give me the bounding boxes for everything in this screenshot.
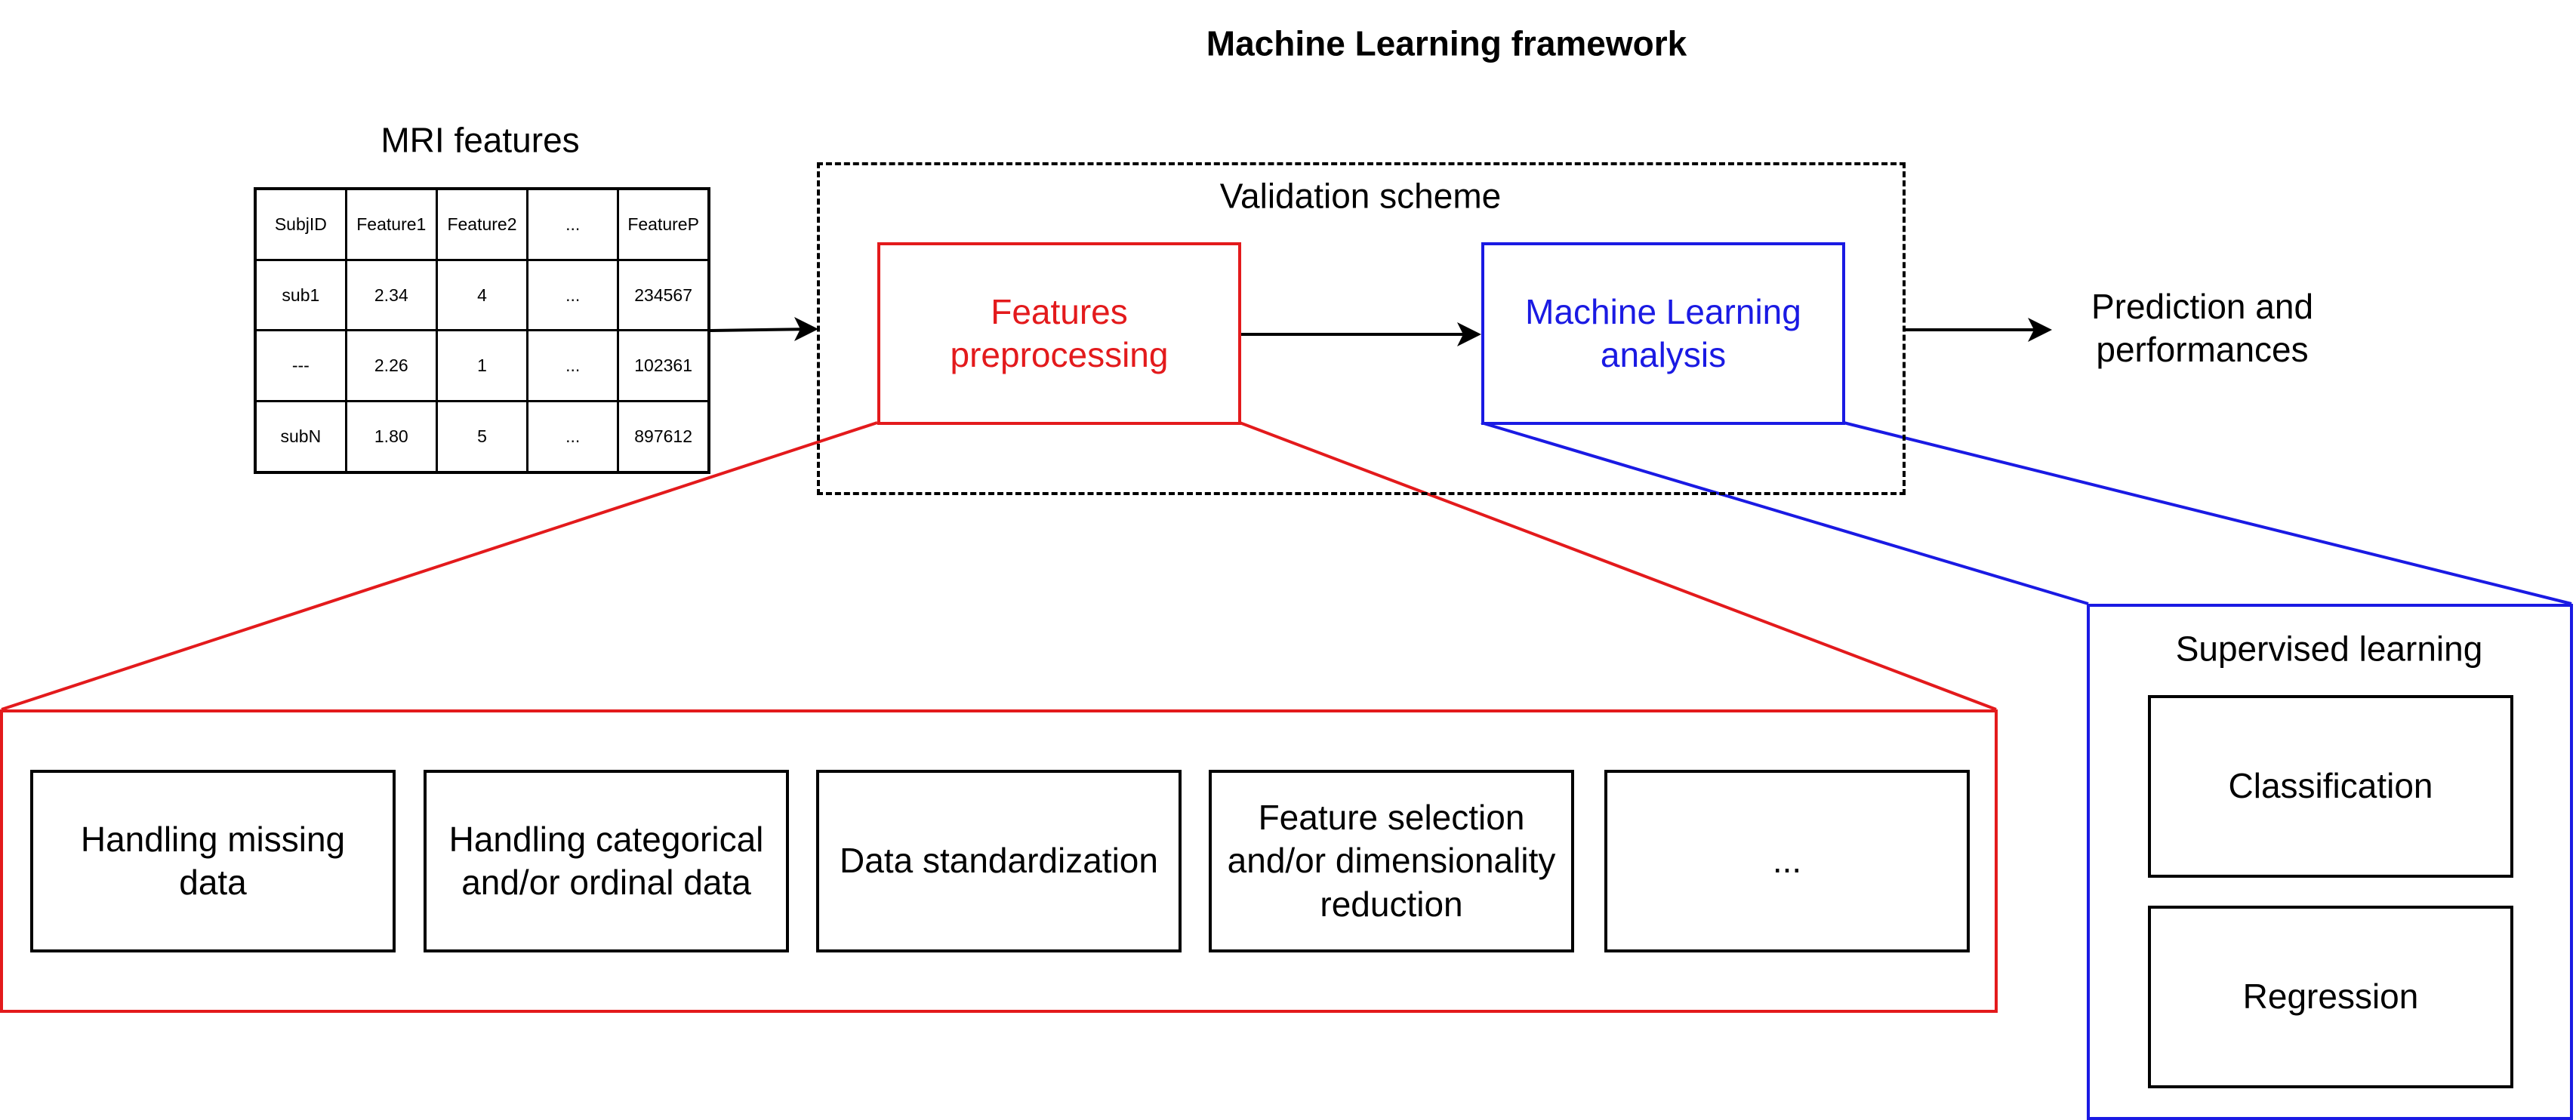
validation-scheme-label: Validation scheme xyxy=(1219,176,1502,216)
ml-analysis-box: Machine Learning analysis xyxy=(1481,242,1845,425)
prediction-output-label: Prediction and performances xyxy=(2048,279,2357,377)
mri-table-cell: sub1 xyxy=(254,259,347,332)
mri-features-title: MRI features xyxy=(381,120,580,160)
arrow-table-to-validation xyxy=(710,328,815,332)
zoom-line-red-right xyxy=(1239,421,1997,711)
mri-table-cell: 1.80 xyxy=(344,399,438,474)
mri-table-cell: SubjID xyxy=(254,187,347,262)
zoom-line-blue-right xyxy=(1843,421,2572,605)
features-preprocessing-label: Features preprocessing xyxy=(950,291,1169,375)
mri-table-cell: 234567 xyxy=(617,259,710,332)
preprocessing-step-2: Handling categorical and/or ordinal data xyxy=(424,770,789,952)
zoom-line-red-left xyxy=(1,421,878,711)
mri-table-cell: ... xyxy=(526,399,620,474)
features-preprocessing-box: Features preprocessing xyxy=(877,242,1241,425)
preprocessing-step-label: Data standardization xyxy=(840,841,1158,881)
preprocessing-step-5: ... xyxy=(1604,770,1970,952)
supervised-item-label: Regression xyxy=(2242,977,2419,1017)
mri-table-cell: Feature2 xyxy=(435,187,529,262)
preprocessing-step-3: Data standardization xyxy=(816,770,1182,952)
supervised-learning-container xyxy=(2087,604,2573,1120)
mri-table-cell: 1 xyxy=(435,329,529,402)
mri-table-cell: 897612 xyxy=(617,399,710,474)
mri-table-cell: 102361 xyxy=(617,329,710,402)
diagram-title: Machine Learning framework xyxy=(1206,23,1687,63)
mri-table-cell: Feature1 xyxy=(344,187,438,262)
preprocessing-step-label: ... xyxy=(1772,841,1802,881)
mri-table-cell: ... xyxy=(526,187,620,262)
mri-table-cell: 2.26 xyxy=(344,329,438,402)
mri-table-cell: subN xyxy=(254,399,347,474)
mri-table-cell: 2.34 xyxy=(344,259,438,332)
ml-analysis-label: Machine Learning analysis xyxy=(1525,291,1801,375)
supervised-learning-label: Supervised learning xyxy=(2175,629,2483,669)
supervised-item-classification: Classification xyxy=(2148,695,2513,878)
preprocessing-step-label: Handling missing data xyxy=(80,819,346,903)
supervised-item-label: Classification xyxy=(2228,766,2433,806)
mri-table-cell: ... xyxy=(526,259,620,332)
preprocessing-step-label: Handling categorical and/or ordinal data xyxy=(448,819,764,903)
preprocessing-steps-container xyxy=(0,709,1998,1013)
supervised-item-regression: Regression xyxy=(2148,906,2513,1088)
mri-table-cell: --- xyxy=(254,329,347,402)
preprocessing-step-1: Handling missing data xyxy=(30,770,396,952)
preprocessing-step-4: Feature selection and/or dimensionality … xyxy=(1209,770,1574,952)
mri-table-cell: FeatureP xyxy=(617,187,710,262)
mri-table-cell: ... xyxy=(526,329,620,402)
prediction-output-text: Prediction and performances xyxy=(2091,286,2314,370)
zoom-line-blue-left xyxy=(1481,421,2089,605)
mri-table-cell: 4 xyxy=(435,259,529,332)
mri-table-cell: 5 xyxy=(435,399,529,474)
validation-scheme-box xyxy=(817,162,1906,495)
preprocessing-step-label: Feature selection and/or dimensionality … xyxy=(1227,797,1556,924)
